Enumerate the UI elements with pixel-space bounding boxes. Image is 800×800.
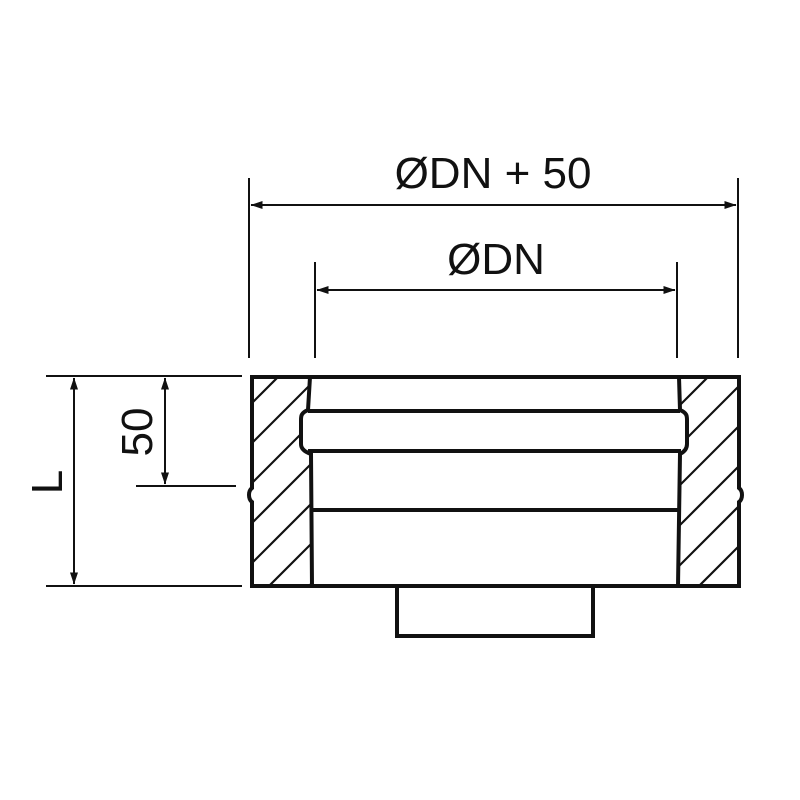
right-wall-inner-edge	[676, 376, 689, 587]
inner-diameter-label: ØDN	[447, 235, 545, 284]
inner-diameter-dimension: ØDN	[314, 235, 678, 358]
socket-depth-dimension: 50	[113, 377, 236, 487]
left-wall-hatching	[252, 377, 312, 586]
right-wall-hatching	[678, 377, 739, 586]
bottom-spigot	[395, 586, 595, 638]
body-outline	[247, 375, 744, 588]
fitting-section	[247, 375, 744, 638]
length-label: L	[23, 470, 72, 494]
left-wall-inner-edge	[299, 376, 314, 587]
socket-depth-label: 50	[113, 408, 162, 457]
outer-diameter-dimension: ØDN + 50	[248, 149, 739, 358]
outer-diameter-label: ØDN + 50	[395, 149, 592, 198]
length-dimension: L	[23, 375, 242, 587]
